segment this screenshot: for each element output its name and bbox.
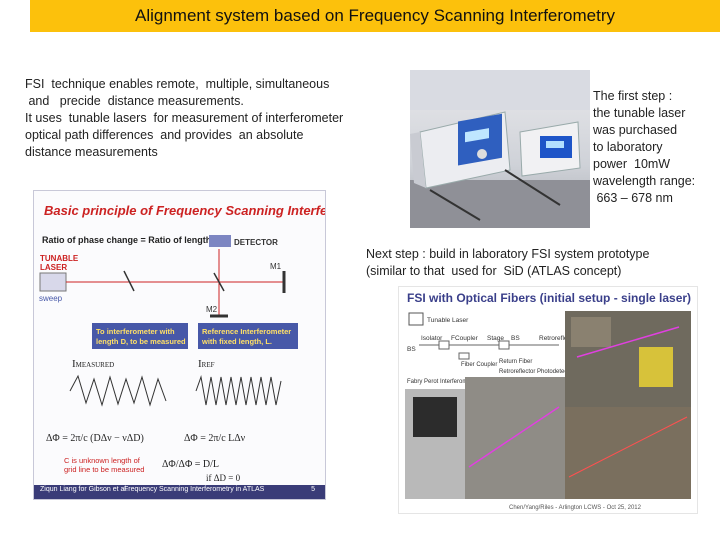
lab-photo-4-beam xyxy=(568,416,688,478)
label-bs-2: BS xyxy=(511,335,520,342)
laser-icon xyxy=(408,312,424,326)
reference-box xyxy=(198,323,298,349)
laser-box xyxy=(39,272,67,292)
legend-photodet: Retroreflector Photodetector xyxy=(499,369,574,375)
laser-photo-drawing xyxy=(410,70,590,228)
next-step-text: Next step : build in laboratory FSI syst… xyxy=(366,247,650,278)
slide-footer: Ziqun Liang for Gibson et al. Frequency … xyxy=(34,485,325,499)
lab-photo-1-part xyxy=(571,317,611,347)
measured-signal xyxy=(69,374,167,407)
tunable-laser-label-2: LASER xyxy=(40,263,67,272)
legend-laser: Tunable Laser xyxy=(427,317,469,324)
detector-box xyxy=(209,235,231,247)
fsi-fiber-drawing: Tunable Laser Isolator BS FCoupler Stage… xyxy=(405,311,691,511)
label-fcoupler: FCoupler xyxy=(451,335,479,342)
lab-photo-3-fiber xyxy=(468,406,560,468)
c-note-2: grid line to be measured xyxy=(64,465,144,474)
interferometer-box xyxy=(92,323,188,349)
box1-line1: To interferometer with xyxy=(96,327,175,336)
lab-photo-2-scope xyxy=(413,397,457,437)
fig-caption: Chen/Yang/Riles - Arlington LCWS - Oct 2… xyxy=(509,505,642,511)
ratio-eq: ΔΦ/ΔΦ = D/L xyxy=(162,459,219,470)
lab-photo-1-meter xyxy=(639,347,673,387)
label-bs-1: BS xyxy=(407,346,416,353)
first-step-text: The first step : the tunable laser was p… xyxy=(593,89,696,205)
slide-footer-page: 5 xyxy=(311,486,315,493)
box1-line2: length D, to be measured xyxy=(96,337,186,346)
fsi-fiber-figure: FSI with Optical Fibers (initial setup -… xyxy=(398,286,698,514)
lab-photo-3 xyxy=(465,377,565,499)
if-note: if ΔD = 0 xyxy=(206,473,241,483)
eq2: ΔΦ = 2π/c LΔν xyxy=(184,433,246,444)
legend-isolator: Isolator xyxy=(421,335,443,342)
intro-text: FSI technique enables remote, multiple, … xyxy=(25,77,344,159)
eq1: ΔΦ = 2π/c (DΔν − νΔD) xyxy=(46,433,144,444)
coupler-box xyxy=(458,352,470,360)
legend-fpi: Fabry Perot Interferometer xyxy=(407,379,478,385)
m1-label: M1 xyxy=(270,262,282,271)
label-stage: Stage xyxy=(487,335,504,342)
page-title: Alignment system based on Frequency Scan… xyxy=(134,6,616,25)
legend-fiber-coupler: Fiber Coupler xyxy=(461,362,497,368)
beam-splitter-2 xyxy=(213,272,225,292)
sweep-label: sweep xyxy=(39,294,63,303)
fsi-principle-diagram: Basic principle of Frequency Scanning In… xyxy=(39,203,325,483)
legend-return: Return Fiber xyxy=(499,359,532,365)
detector-label: DETECTOR xyxy=(234,238,278,247)
fsi-principle-slide: Basic principle of Frequency Scanning In… xyxy=(33,190,326,500)
m2-label: M2 xyxy=(206,305,218,314)
lab-photo-4 xyxy=(565,407,691,499)
stage-box xyxy=(498,340,510,350)
tunable-laser-label: TUNABLE xyxy=(40,254,79,263)
slide-footer-left: Ziqun Liang for Gibson et al. xyxy=(40,486,128,493)
isolator-box xyxy=(438,340,450,350)
laser-photo xyxy=(410,70,590,228)
ref-signal xyxy=(195,375,282,406)
c-note-1: C is unknown length of xyxy=(64,456,141,465)
beam-splitter xyxy=(123,270,135,292)
slide-footer-right: Frequency Scanning Interferometry in ATL… xyxy=(124,486,265,493)
title-bar: Alignment system based on Frequency Scan… xyxy=(30,0,720,32)
label-retro: Retroreflector xyxy=(539,335,579,342)
ratio-text: Ratio of phase change = Ratio of lengths xyxy=(42,235,216,245)
slide-title: Basic principle of Frequency Scanning In… xyxy=(44,203,325,218)
fig-title: FSI with Optical Fibers (initial setup -… xyxy=(407,291,692,305)
lab-photo-1-fiber xyxy=(576,326,680,358)
i-measured-label: IMEASURED xyxy=(72,358,114,370)
i-ref-label: IREF xyxy=(198,358,215,370)
box2-line1: Reference Interferometer xyxy=(202,327,291,336)
box2-line2: with fixed length, L. xyxy=(201,337,272,346)
